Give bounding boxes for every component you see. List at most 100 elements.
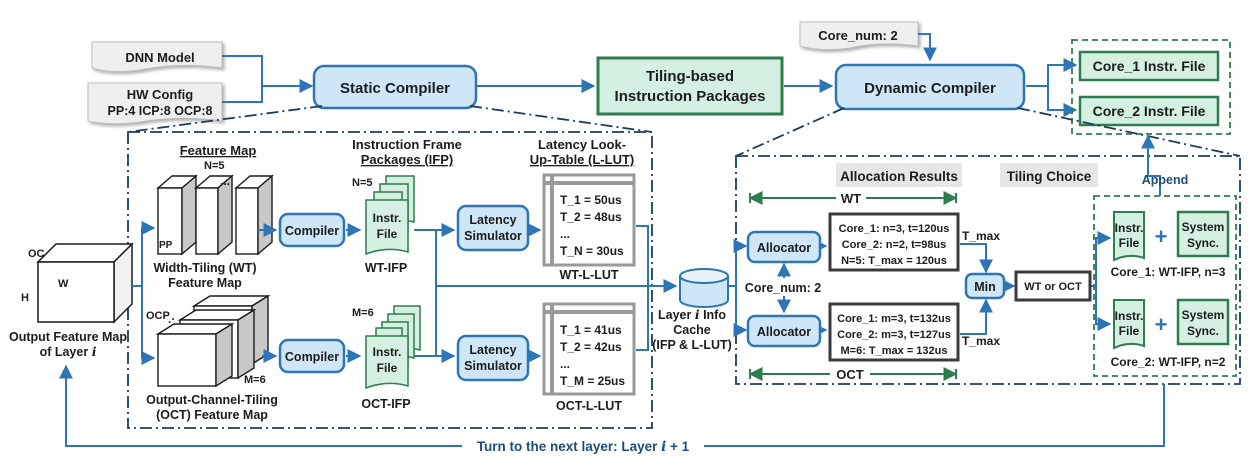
wt-result-line: Core_2: n=2, t=98us [842, 239, 947, 251]
dnn-model-label: DNN Model [125, 50, 194, 65]
wt-allocator: Allocator [746, 230, 822, 264]
next-layer-label-bg [462, 437, 704, 455]
oct-lut-label: OCT-L-LUT [556, 399, 622, 413]
dynamic-compiler-box: Dynamic Compiler [834, 63, 1026, 111]
oct-lut-row: T_1 = 41us [560, 323, 622, 337]
core2-instr-line2: File [1119, 324, 1140, 338]
core-num-top-label: Core_num: 2 [818, 28, 897, 43]
oct-result-line: Core_2: m=3, t=127us [837, 329, 951, 341]
oct-compiler-box: Compiler [278, 338, 346, 374]
lut-header-line1: Latency Look- [538, 137, 626, 152]
min-label: Min [974, 280, 996, 294]
core1-caption: Core_1: WT-IFP, n=3 [1111, 265, 1226, 279]
append-label: Append [1142, 173, 1189, 187]
oct-result-line: Core_1: m=3, t=132us [837, 313, 951, 325]
core-files-group [1071, 39, 1231, 135]
output-feature-map-cube: OC W H [21, 242, 134, 324]
dynamic-detail-arrows [728, 134, 1161, 337]
wt-or-oct-box: WT or OCT [1014, 270, 1092, 302]
cube-w-label: W [58, 278, 69, 290]
core-num-top-note: Core_num: 2 [799, 21, 919, 51]
tiling-choice-header-bg [1000, 163, 1098, 187]
wt-ifp-instr-line2: File [377, 227, 398, 241]
wt-result-line: N=5: T_max = 120us [841, 255, 947, 267]
ifp-header-line1: Instruction Frame [352, 137, 462, 152]
core-num-mid-label: Core_num: 2 [745, 281, 821, 295]
core2-instr-file: Core_2 Instr. File [1078, 95, 1220, 127]
cache-line2: Cache [673, 323, 711, 337]
oct-ifp-instr-line1: Instr. [373, 345, 402, 359]
oct-latency-sim-line2: Simulator [464, 359, 522, 373]
oct-latency-sim-line1: Latency [469, 343, 516, 357]
oct-lut-row: ... [560, 357, 570, 371]
output-caption-line2: of Layer i [40, 344, 97, 359]
core2-system-sync: System Sync. [1176, 298, 1230, 346]
wt-feature-map [156, 174, 274, 256]
core1-instr-line1: Instr. [1115, 221, 1144, 235]
oct-compiler-label: Compiler [285, 350, 339, 364]
wt-allocation-result: Core_1: n=3, t=120us Core_2: n=2, t=98us… [828, 212, 960, 272]
core2-sys-line2: Sync. [1187, 324, 1219, 338]
cube-oc-label: OC [28, 248, 45, 260]
dnn-model-note: DNN Model [91, 41, 223, 73]
tiling-packages-box: Tiling-based Instruction Packages [596, 56, 784, 116]
top-connectors [222, 33, 1078, 117]
core1-instr-doc: Instr. File [1113, 211, 1145, 262]
wt-l-lut: T_1 = 50us T_2 = 48us ... T_N = 30us [542, 173, 636, 267]
wt-latency-sim-line2: Simulator [464, 229, 522, 243]
wt-n-label: N=5 [204, 160, 225, 172]
oct-ocp-label: OCP [146, 310, 170, 322]
wt-latency-sim-line1: Latency [469, 213, 516, 227]
oct-ifp-instr-line2: File [377, 361, 398, 375]
cache-line3: (IFP & L-LUT) [652, 338, 732, 352]
next-layer-label: Turn to the next layer: Layer i + 1 [477, 439, 690, 455]
core2-caption: Core_2: WT-IFP, n=2 [1111, 355, 1226, 369]
core1-instr-line2: File [1119, 236, 1140, 250]
wt-or-oct-label: WT or OCT [1024, 281, 1082, 293]
core-num-mid-bg [738, 279, 828, 295]
oct-ifp-stack [365, 305, 421, 390]
core2-instr-doc: Instr. File [1113, 299, 1145, 350]
wt-range-label-bg [836, 190, 866, 206]
oct-lut-row: T_M = 25us [560, 374, 625, 388]
core1-plus-icon: + [1155, 224, 1168, 249]
oct-range-label: OCT [836, 367, 864, 382]
allocation-results-header: Allocation Results [840, 169, 958, 184]
core1-sys-line2: Sync. [1187, 236, 1219, 250]
oct-caption-line1: Output-Channel-Tiling [146, 393, 278, 407]
oct-caption-line2: (OCT) Feature Map [156, 408, 268, 422]
hw-config-values: PP:4 ICP:8 OCP:8 [108, 104, 213, 118]
wt-dots: ... [220, 174, 230, 188]
lut-header-line2: Up-Table (L-LUT) [530, 152, 634, 167]
oct-feature-map [155, 294, 271, 388]
dynamic-compiler-label: Dynamic Compiler [864, 80, 996, 97]
wt-lut-row: T_1 = 50us [560, 193, 622, 207]
wt-ifp-label: WT-IFP [365, 261, 407, 275]
tiling-packages-line2: Instruction Packages [615, 88, 766, 105]
tiling-choice-header: Tiling Choice [1007, 169, 1092, 184]
static-compiler-label: Static Compiler [340, 80, 450, 97]
oct-ifp-label: OCT-IFP [361, 397, 410, 411]
oct-lut-row: T_2 = 42us [560, 340, 622, 354]
oct-dots: .· [168, 312, 175, 326]
wt-range-label: WT [841, 191, 861, 206]
core2-instr-line1: Instr. [1115, 309, 1144, 323]
cache-line1: Layer i Info [658, 307, 726, 322]
wt-ifp-stack [365, 175, 415, 256]
static-compiler-box: Static Compiler [312, 64, 478, 110]
wt-pp-label: PP [159, 240, 173, 251]
core2-sys-line1: System [1182, 308, 1225, 322]
oct-result-line: M=6: T_max = 132us [840, 345, 947, 357]
wt-caption-line1: Width-Tiling (WT) [153, 261, 256, 275]
core2-plus-icon: + [1155, 312, 1168, 337]
wt-latency-simulator: Latency Simulator [456, 204, 530, 252]
oct-ifp-count: M=6 [352, 307, 374, 319]
wt-lut-label: WT-L-LUT [559, 268, 618, 282]
core1-instr-file: Core_1 Instr. File [1078, 50, 1220, 82]
static-detail-arrows [258, 223, 678, 363]
core2-instr-file-label: Core_2 Instr. File [1093, 103, 1206, 119]
wt-result-line: Core_1: n=3, t=120us [839, 223, 950, 235]
oct-l-lut: T_1 = 41us T_2 = 42us ... T_M = 25us [542, 302, 636, 396]
wt-caption-line2: Feature Map [168, 276, 242, 290]
